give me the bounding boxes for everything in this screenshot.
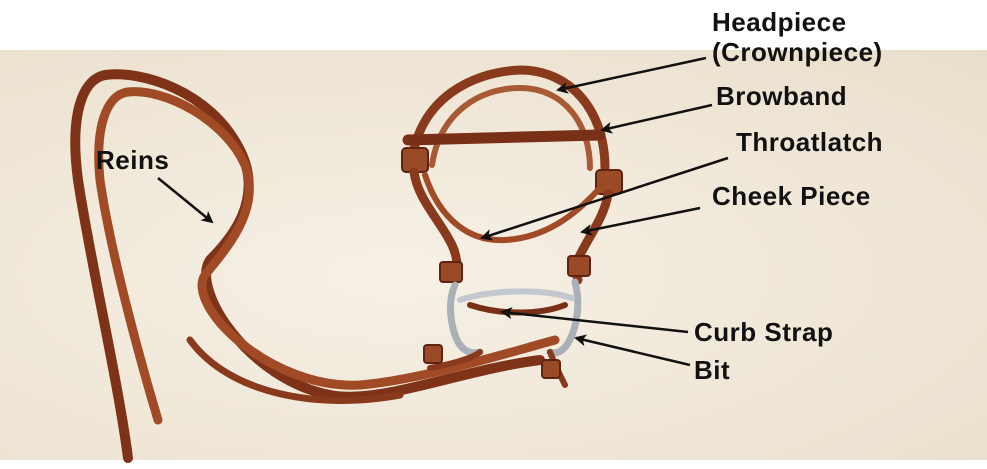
crownpiece-label: (Crownpiece): [712, 38, 883, 66]
curb-strap-arrow: [502, 312, 688, 332]
headpiece-arrow: [558, 58, 706, 90]
reins-label: Reins: [96, 146, 169, 174]
headpiece-label: Headpiece: [712, 8, 847, 36]
throatlatch-label: Throatlatch: [736, 128, 883, 156]
bit-arrow: [576, 338, 690, 365]
browband-label: Browband: [716, 82, 847, 110]
reins-arrow: [158, 178, 212, 222]
cheek-piece-label: Cheek Piece: [712, 182, 871, 210]
curb-strap-label: Curb Strap: [694, 318, 833, 346]
browband-arrow: [602, 105, 712, 130]
bit-label: Bit: [694, 356, 730, 384]
headstall-drawing: [402, 70, 622, 282]
reins-drawing: [75, 74, 555, 458]
